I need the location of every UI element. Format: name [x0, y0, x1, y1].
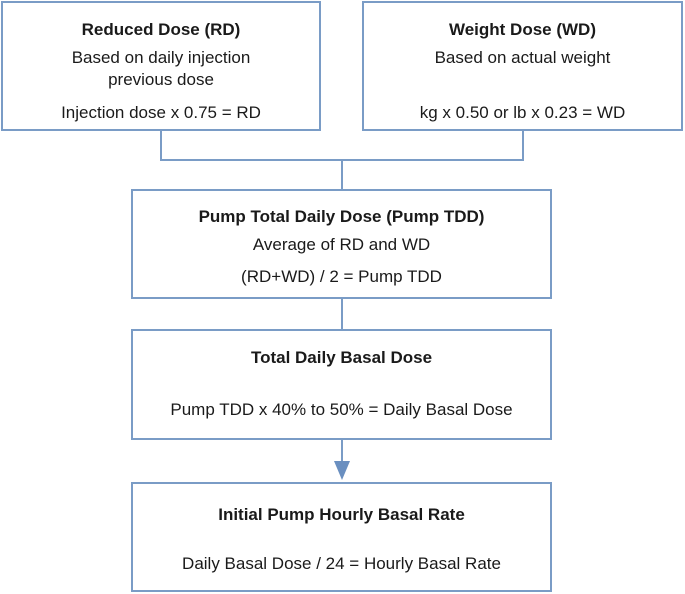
hourly-basal-formula: Daily Basal Dose / 24 = Hourly Basal Rat…	[182, 554, 501, 573]
daily-basal-formula: Pump TDD x 40% to 50% = Daily Basal Dose	[170, 400, 513, 419]
pump-tdd-description: Average of RD and WD	[252, 235, 431, 254]
reduced-dose-description-line2: previous dose	[108, 70, 214, 89]
reduced-dose-description-line1: Based on daily injection	[71, 48, 251, 67]
hourly-basal-title: Initial Pump Hourly Basal Rate	[218, 505, 465, 524]
pump-tdd-formula: (RD+WD) / 2 = Pump TDD	[241, 267, 442, 286]
weight-dose-title: Weight Dose (WD)	[448, 20, 596, 39]
merge-connector	[160, 131, 524, 161]
reduced-dose-title: Reduced Dose (RD)	[81, 20, 241, 39]
hourly-basal-box: Initial Pump Hourly Basal Rate Daily Bas…	[131, 482, 552, 592]
weight-dose-box: Weight Dose (WD) Based on actual weight …	[362, 1, 683, 131]
pump-tdd-box: Pump Total Daily Dose (Pump TDD) Average…	[131, 189, 552, 299]
pump-tdd-title: Pump Total Daily Dose (Pump TDD)	[198, 207, 485, 226]
weight-dose-description: Based on actual weight	[434, 48, 611, 67]
reduced-dose-formula: Injection dose x 0.75 = RD	[61, 103, 261, 122]
daily-basal-box: Total Daily Basal Dose Pump TDD x 40% to…	[131, 329, 552, 440]
reduced-dose-box: Reduced Dose (RD) Based on daily injecti…	[1, 1, 321, 131]
arrow-head-icon	[334, 461, 350, 480]
daily-basal-title: Total Daily Basal Dose	[250, 348, 433, 367]
weight-dose-formula: kg x 0.50 or lb x 0.23 = WD	[419, 103, 626, 122]
